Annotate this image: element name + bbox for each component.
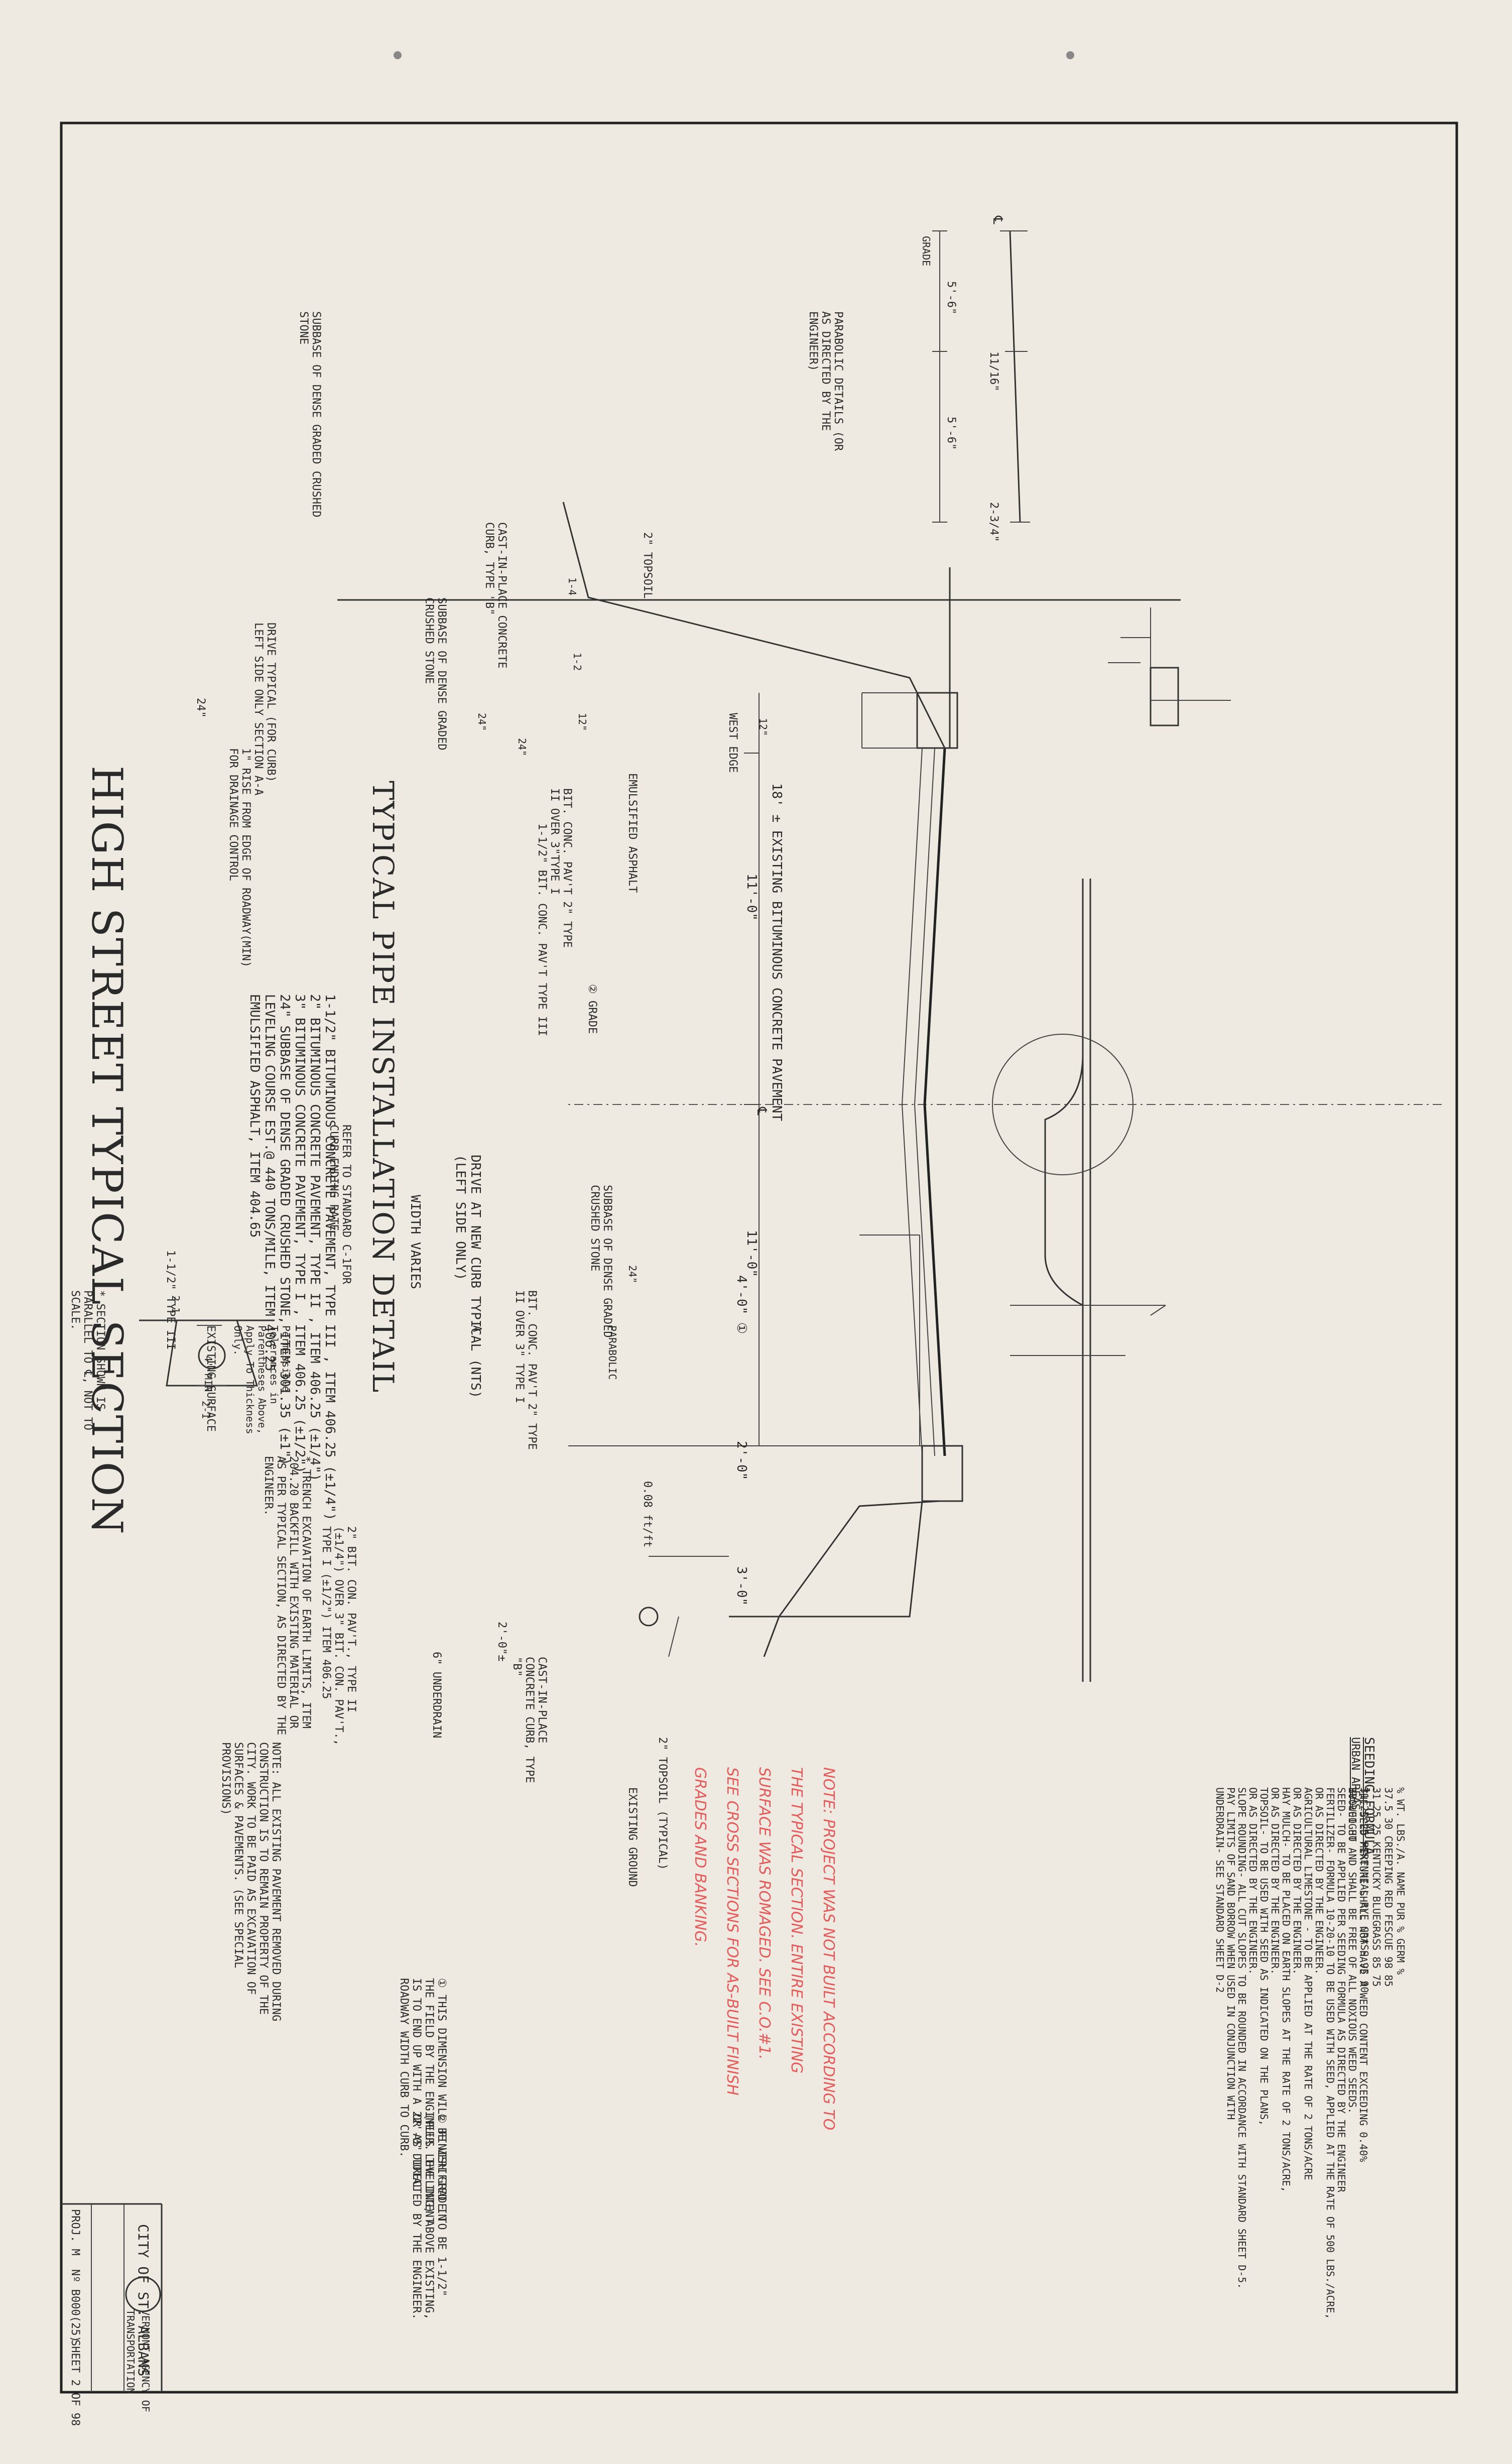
parabolic-note: PARABOLIC DETAILS (OR AS DIRECTED BY THE… (807, 311, 844, 451)
vermont-seal (125, 2276, 161, 2312)
grade-note: ② GRADE (586, 984, 598, 1034)
seeding-text: THE SEED MIXTURE SHALL NOT HAVE A WEED C… (1214, 1787, 1369, 2319)
right-curb (921, 1445, 963, 1502)
slope-1-2: 1-2 (571, 653, 583, 671)
seal-bottom: TRANSPORTATION (124, 2309, 137, 2394)
left-fill-slope (562, 502, 946, 749)
rise-note: 1" RISE FROM EDGE OF ROADWAY(MIN) FOR DR… (227, 748, 252, 968)
dim-3-ft: 3'-0" (734, 1566, 749, 1606)
drive-subbase-label: SUBBASE OF DENSE GRADED CRUSHED STONE (297, 311, 322, 518)
emulsified-label: EMULSIFIED ASPHALT (626, 773, 639, 893)
parabolic-centerline: ℄ (990, 216, 1005, 224)
curb-drop-outline (1044, 879, 1084, 1682)
parabolic-grade-line (1009, 230, 1021, 523)
dim-2-ft: 2'-0" (734, 1441, 749, 1481)
right-underdrain-trench (729, 1501, 923, 1618)
material-line: 2" BITUMINOUS CONCRETE PAVEMENT, TYPE II… (307, 994, 322, 1482)
underdrain-label: 6" UNDERDRAIN (430, 1652, 443, 1739)
underdrain-pipe (639, 1607, 659, 1627)
curb-right-label: CAST-IN-PLACE CONCRETE CURB, TYPE "B" (511, 1657, 548, 1783)
existing-pavement-label: 18' ± EXISTING BITUMINOUS CONCRETE PAVEM… (769, 783, 784, 1122)
dim-24-a: 24" (476, 713, 488, 731)
existing-ground: EXISTING GROUND (626, 1787, 639, 1887)
dim-24-c: 24" (626, 1265, 639, 1284)
pav-left-label-2: 1-1/2" BIT. CONC. PAV'T TYPE III (536, 823, 548, 1036)
section-centerline: ℄ (754, 1107, 769, 1116)
section-a-label: A (470, 1325, 483, 1332)
dim-24-b: 24" (516, 738, 528, 757)
parabolic-dim-1: 5'-6" (945, 281, 957, 315)
pipe-circle (198, 1341, 226, 1370)
pavement-crown (923, 748, 946, 1456)
slope-right: 0.08 ft/ft (641, 1481, 654, 1548)
curb-drive-title: DRIVE AT NEW CURB TYPICAL (NTS) (LEFT SI… (453, 1155, 483, 1399)
drive-width-label: 24" (194, 698, 207, 718)
pipe-slope-a: 2-1 (170, 1295, 182, 1314)
slope-1-4: 1-4 (566, 577, 578, 596)
dim-12-a: 12" (576, 713, 588, 731)
numbered-note-2: ② FINISH GRADE TO BE 1-1/2" (PLUS LEVELI… (410, 2114, 448, 2320)
tolerance-note: Permissible Tolerances in Parentheses Ab… (232, 1325, 292, 1434)
parabolic-rise-1: 11/16" (987, 351, 1000, 392)
project-number: Nº B000(25) (69, 2269, 81, 2343)
west-edge-label: WEST EDGE (726, 713, 739, 773)
drive-curb-block (1150, 667, 1179, 726)
trench-note: * TRENCH EXCAVATION OF EARTH LIMITS, ITE… (262, 1456, 312, 1736)
sheet-number: SHEET 2 OF 98 (69, 2339, 81, 2426)
right-slope (763, 1500, 940, 1657)
pipe-slope-b: 2-1 (200, 1401, 212, 1419)
project-code: PROJ. M (69, 2209, 81, 2256)
pipe-asterisk-note: * SECTION SHOWN IS PARALLEL TO ℄, NOT TO… (69, 1290, 106, 1431)
pipe-pav-spec: 2" BIT. CON. PAV'T., TYPE II (±1/4") OVE… (320, 1526, 357, 1746)
curb-left-label: CAST-IN-PLACE CONCRETE CURB, TYPE "B" (483, 522, 508, 669)
dim-2-ft-pm: 2'-0"± (495, 1622, 508, 1662)
sheet-border (60, 121, 1458, 2394)
notes-left: NOTE: ALL EXISTING PAVEMENT REMOVED DURI… (219, 1742, 282, 2022)
refer-note: REFER TO STANDARD C-1FOR CURB ENDING RAT… (327, 1125, 352, 1284)
subbase-left-label: SUBBASE OF DENSE GRADED CRUSHED STONE (423, 597, 448, 751)
width-left: 11'-0" (744, 874, 759, 921)
pav-left-label: BIT. CONC. PAV'T 2" TYPE II OVER 3"TYPE … (548, 788, 573, 948)
dim-12-b: 12" (757, 718, 769, 736)
drive-typical-label: DRIVE TYPICAL (FOR CURB) LEFT SIDE ONLY … (252, 623, 277, 796)
width-varies-label: WIDTH VARIES (408, 1195, 423, 1289)
pipe-min: 4' MIN (202, 1356, 214, 1392)
as-built-note: NOTE: PROJECT WAS NOT BUILT ACCORDING TO… (691, 1767, 837, 2131)
seal-top: VERMONT AGENCY OF (140, 2309, 152, 2412)
material-line: 3" BITUMINOUS CONCRETE PAVEMENT, TYPE I … (292, 994, 307, 1473)
parabolic-label: PARABOLIC (606, 1325, 618, 1380)
dim-4-ft: 4'-0" ① (734, 1275, 749, 1334)
parabolic-grade: GRADE (920, 236, 932, 267)
left-curb (916, 692, 958, 749)
topsoil-left: 2" TOPSOIL (641, 532, 654, 599)
pav-right-label: BIT. CONC. PAV'T 2" TYPE II OVER 3" TYPE… (513, 1290, 538, 1450)
pipe-title: TYPICAL PIPE INSTALLATION DETAIL (366, 781, 400, 1394)
topsoil-right: 2" TOPSOIL (TYPICAL) (656, 1737, 669, 1870)
parabolic-dim-2: 5'-6" (945, 417, 957, 450)
parabolic-rise-2: 2-3/4" (987, 502, 1000, 542)
width-right: 11'-0" (744, 1230, 759, 1277)
